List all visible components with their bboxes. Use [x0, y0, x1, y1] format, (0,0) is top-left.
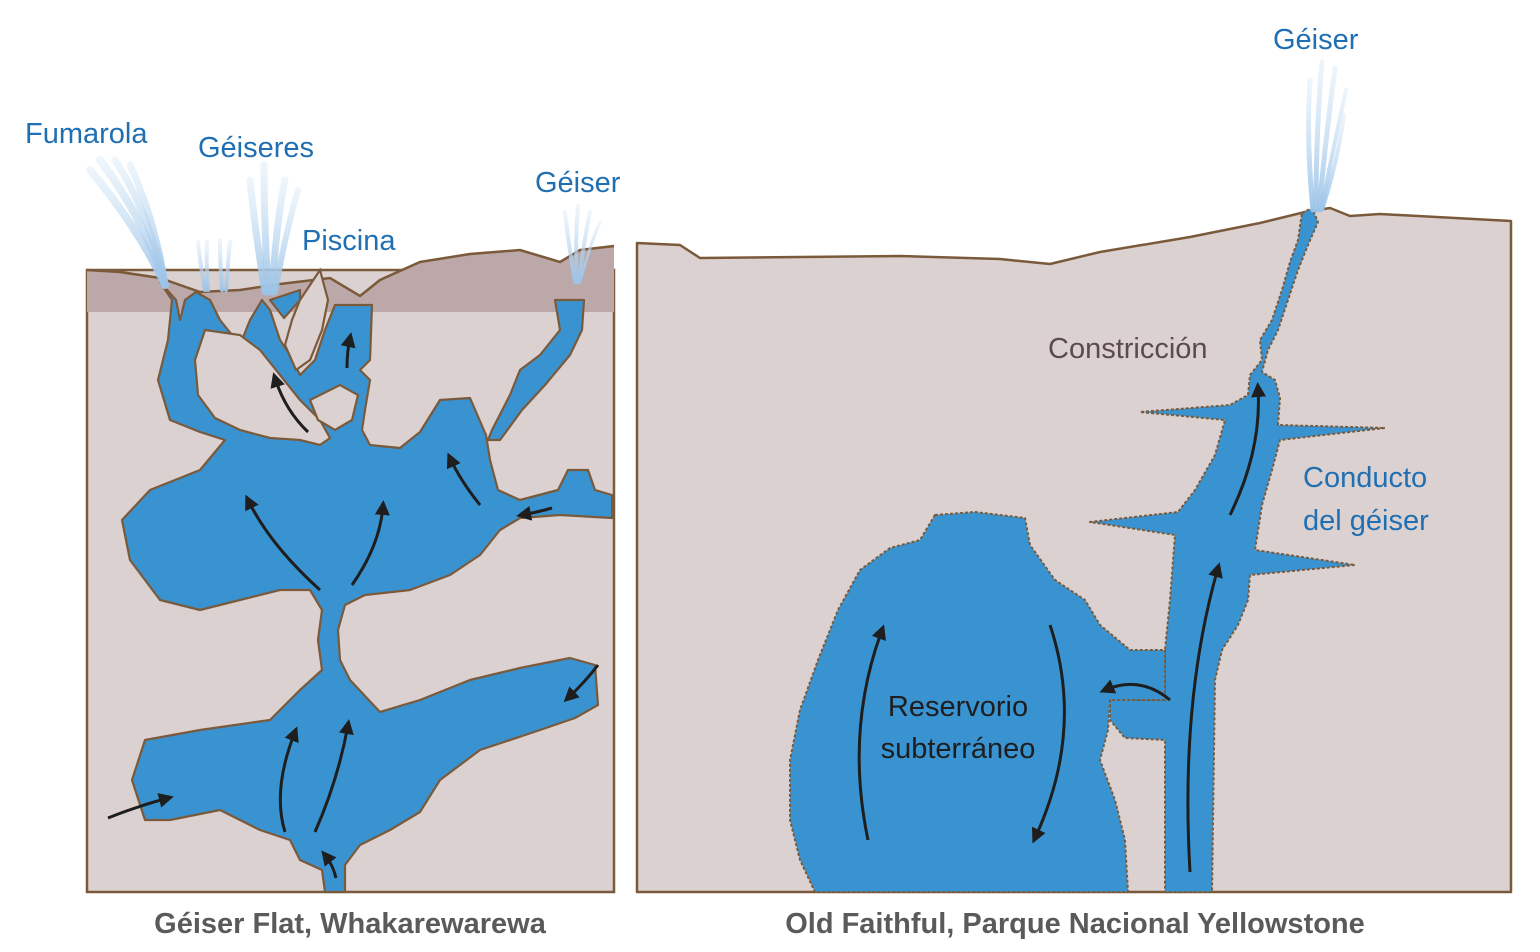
- right-flow-arrows: [857, 382, 1267, 873]
- label-conducto-line1: Conducto: [1303, 462, 1427, 494]
- left-panel: Fumarola Géiseres Piscina Géiser Géiser …: [25, 118, 621, 940]
- left-rock-island-3: [308, 383, 360, 432]
- left-rock-island-4: [220, 470, 470, 575]
- geiser-plume-right: [1306, 59, 1348, 213]
- label-geiseres: Géiseres: [198, 132, 314, 164]
- label-conducto-line2: del géiser: [1303, 505, 1429, 537]
- left-rock-island-1: [193, 328, 332, 447]
- geyser-conduit: [1089, 207, 1386, 893]
- left-flow-arrows: [107, 332, 600, 879]
- left-water-network: [120, 280, 614, 894]
- geiser-plume-left: [563, 204, 602, 284]
- left-crust: [87, 246, 614, 312]
- label-constriccion: Constricción: [1048, 333, 1208, 365]
- label-geiser-left: Géiser: [535, 167, 621, 199]
- fumarola-plume: [86, 156, 169, 289]
- geiseres-plume-large: [246, 161, 301, 296]
- label-piscina: Piscina: [302, 225, 396, 257]
- underground-reservoir: [789, 511, 1166, 893]
- caption-left: Géiser Flat, Whakarewarewa: [154, 908, 547, 940]
- right-panel: Géiser Constricción Conducto del géiser …: [635, 24, 1513, 940]
- geiseres-plume-small: [196, 238, 232, 292]
- label-fumarola: Fumarola: [25, 118, 148, 150]
- label-geiser-right: Géiser: [1273, 24, 1359, 56]
- label-reservorio-line2: subterráneo: [881, 733, 1036, 765]
- left-rock-island-2: [283, 267, 330, 372]
- label-reservorio-line1: Reservorio: [888, 691, 1028, 723]
- caption-right: Old Faithful, Parque Nacional Yellowston…: [785, 908, 1365, 940]
